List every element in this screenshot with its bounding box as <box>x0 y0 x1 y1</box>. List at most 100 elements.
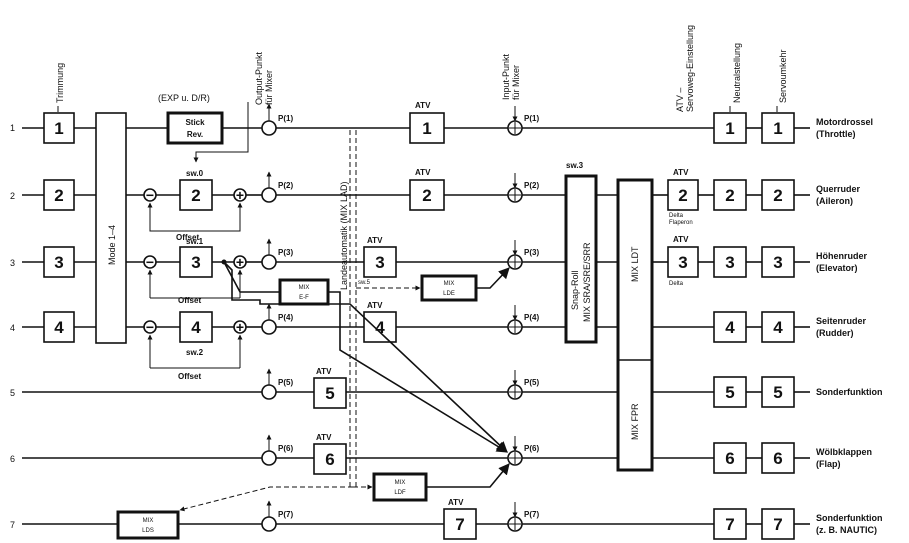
atv-box-2-label: 2 <box>422 186 431 205</box>
neutral-box-6: 6 <box>713 442 747 474</box>
reverse-box-5: 5 <box>761 376 795 408</box>
channel-num-2: 2 <box>10 191 15 201</box>
input-point-5: P(5) <box>524 378 539 387</box>
offset-plus-3: + <box>233 254 247 270</box>
reverse-box-3: 3 <box>761 246 795 278</box>
mode-block: Mode 1–4 <box>95 112 127 344</box>
neutral-box-2: 2 <box>713 179 747 211</box>
atv-post-box-3: 3 <box>667 246 699 278</box>
trim-box-2: 2 <box>43 179 75 211</box>
atv-label-2: ATV <box>415 168 431 177</box>
sw2-label: sw.2 <box>186 348 204 357</box>
output-point-2: P(2) <box>278 181 293 190</box>
svg-text:−: − <box>146 187 154 203</box>
snap-roll-block: Snap-Roll MIX SRA/SRE/SRR <box>564 174 598 344</box>
mix-lde-label-2: LDE <box>443 291 455 297</box>
offset-label-4: Offset <box>178 372 201 381</box>
switch-box-2: 2 <box>179 179 213 211</box>
switch-box-4: 4 <box>179 311 213 343</box>
sw1-label: sw.1 <box>186 237 204 246</box>
output-point-1: P(1) <box>278 114 293 123</box>
reverse-box-4-label: 4 <box>773 318 783 337</box>
input-point-7: P(7) <box>524 510 539 519</box>
atv-box-4: 4 <box>363 311 397 343</box>
header-trim: Trimmung <box>55 63 65 103</box>
sw5-label: sw.5 <box>358 280 371 286</box>
channel-num-3: 3 <box>10 258 15 268</box>
header-input-point: Input-Punkt <box>501 53 511 100</box>
mix-ef-box: MIX E-F <box>278 278 330 306</box>
atv-post-box-2-label: 2 <box>678 186 687 205</box>
atv-box-2: 2 <box>409 179 445 211</box>
neutral-box-1: 1 <box>713 112 747 144</box>
channel-num-1: 1 <box>10 123 15 133</box>
stick-rev-label-1: Stick <box>185 118 205 127</box>
trim-box-4-label: 4 <box>54 318 64 337</box>
output-point-3: P(3) <box>278 248 293 257</box>
reverse-box-1: 1 <box>761 112 795 144</box>
reverse-box-7-label: 7 <box>773 515 782 534</box>
neutral-box-4-label: 4 <box>725 318 735 337</box>
atv-post-label-3: ATV <box>673 235 689 244</box>
header-neutral: Neutralstellung <box>732 43 742 103</box>
delta-flaperon-2: Flaperon <box>669 220 693 226</box>
header-input-point-mixer: für Mixer <box>511 65 521 100</box>
offset-minus-3: − <box>143 254 157 270</box>
output-points: P(1) P(2) P(3) P(4) P(5) P(6) P(7) <box>261 103 293 532</box>
switch-box-3: 3 <box>179 246 213 278</box>
atv-box-3: 3 <box>363 246 397 278</box>
neutral-box-1-label: 1 <box>725 119 734 138</box>
atv-box-7: 7 <box>443 508 477 540</box>
output-sub-2: (Aileron) <box>816 196 853 206</box>
reverse-box-6: 6 <box>761 442 795 474</box>
atv-box-4-label: 4 <box>375 318 385 337</box>
neutral-box-4: 4 <box>713 311 747 343</box>
svg-text:+: + <box>236 319 244 335</box>
mix-ldf-box: MIX LDF <box>372 472 428 502</box>
output-sub-4: (Rudder) <box>816 328 854 338</box>
header-output-point: Output-Punkt <box>254 51 264 105</box>
atv-box-5: 5 <box>313 377 347 409</box>
reverse-box-5-label: 5 <box>773 383 782 402</box>
input-point-3: P(3) <box>524 248 539 257</box>
atv-box-3-label: 3 <box>375 253 384 272</box>
trim-box-1-label: 1 <box>54 119 63 138</box>
output-point-6: P(6) <box>278 444 293 453</box>
atv-box-1-label: 1 <box>422 119 431 138</box>
reverse-box-1-label: 1 <box>773 119 782 138</box>
mix-ef-label-2: E-F <box>299 295 309 301</box>
sw3-label: sw.3 <box>566 161 584 170</box>
offset-label-3: Offset <box>178 296 201 305</box>
reverse-box-6-label: 6 <box>773 449 782 468</box>
svg-text:+: + <box>236 187 244 203</box>
input-point-4: P(4) <box>524 313 539 322</box>
neutral-box-6-label: 6 <box>725 449 734 468</box>
mix-lds-label-2: LDS <box>142 528 154 534</box>
atv-post-box-3-label: 3 <box>678 253 687 272</box>
sw0-label: sw.0 <box>186 169 204 178</box>
mix-ef-label-1: MIX <box>299 285 310 291</box>
neutral-box-7: 7 <box>713 508 747 540</box>
svg-text:+: + <box>236 254 244 270</box>
header-atv: ATV – <box>675 88 685 112</box>
output-label-4: Seitenruder <box>816 316 867 326</box>
neutral-box-2-label: 2 <box>725 186 734 205</box>
output-point-7: P(7) <box>278 510 293 519</box>
output-label-7: Sonderfunktion <box>816 513 883 523</box>
mix-fpr-label: MIX FPR <box>630 403 640 440</box>
reverse-box-4: 4 <box>761 311 795 343</box>
mix-lds-label-1: MIX <box>143 518 154 524</box>
output-label-3: Höhenruder <box>816 251 868 261</box>
header-servo-reverse: Servoumkehr <box>778 49 788 103</box>
reverse-box-3-label: 3 <box>773 253 782 272</box>
neutral-box-5: 5 <box>713 376 747 408</box>
channel-num-4: 4 <box>10 323 15 333</box>
output-label-6: Wölbklappen <box>816 447 872 457</box>
mix-ldf-label-2: LDF <box>394 490 406 496</box>
output-label-1: Motordrossel <box>816 117 873 127</box>
output-sub-6: (Flap) <box>816 459 841 469</box>
trim-box-1: 1 <box>43 112 75 144</box>
snap-roll-label-2: MIX SRA/SRE/SRR <box>582 242 592 322</box>
atv-label-5: ATV <box>316 367 332 376</box>
